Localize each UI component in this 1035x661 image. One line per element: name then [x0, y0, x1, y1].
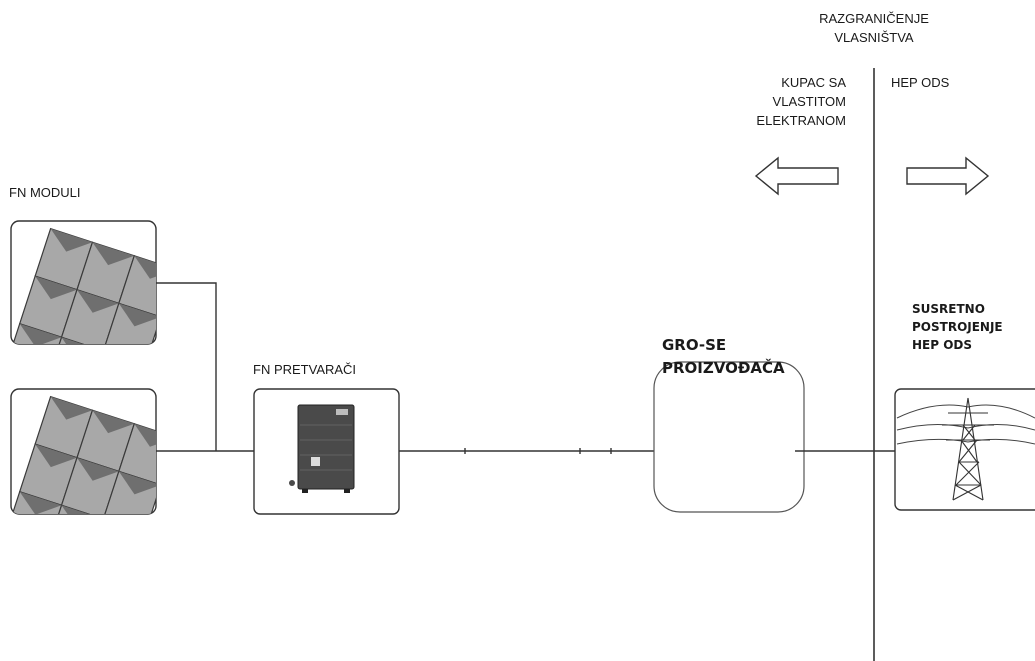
ac-line — [399, 448, 675, 454]
solar-panel-icon — [10, 220, 157, 345]
pv-modules-label: FN MODULI — [9, 183, 81, 202]
left-arrow-icon — [754, 156, 839, 196]
solar-panel-icon — [10, 388, 157, 515]
transmission-tower-icon — [894, 388, 1035, 511]
switchboard-label-line: GRO-SE — [662, 336, 727, 354]
main-switchboard-box — [653, 361, 805, 513]
inverters-label: FN PRETVARAČI — [253, 360, 356, 379]
boundary-label-line: VLASNIŠTVA — [834, 30, 914, 45]
customer-side-label: KUPAC SA VLASTITOM ELEKTRANOM — [734, 73, 846, 130]
operator-label-line: HEP ODS — [891, 75, 950, 90]
main-switchboard-label: GRO-SE PROIZVOĐAČA — [662, 334, 785, 380]
grid-facility-label-line: SUSRETNO — [912, 302, 985, 316]
grid-facility-label: SUSRETNO POSTROJENJE HEP ODS — [912, 300, 1003, 354]
operator-side-label: HEP ODS — [891, 73, 949, 92]
right-arrow-icon — [906, 156, 990, 196]
customer-label-line: ELEKTRANOM — [756, 113, 846, 128]
customer-label-line: KUPAC SA — [781, 75, 846, 90]
inverters-text: FN PRETVARAČI — [253, 362, 357, 377]
grid-facility-label-line: HEP ODS — [912, 338, 973, 352]
switchboard-label-line: PROIZVOĐAČA — [662, 359, 785, 377]
pv-modules-text: FN MODULI — [9, 185, 81, 200]
boundary-label-line: RAZGRANIČENJE — [819, 11, 929, 26]
grid-facility-label-line: POSTROJENJE — [912, 320, 1003, 334]
dc-wiring — [156, 282, 254, 452]
inverter-icon — [253, 388, 400, 515]
ownership-boundary-label: RAZGRANIČENJE VLASNIŠTVA — [800, 9, 948, 47]
customer-label-line: VLASTITOM — [772, 94, 846, 109]
